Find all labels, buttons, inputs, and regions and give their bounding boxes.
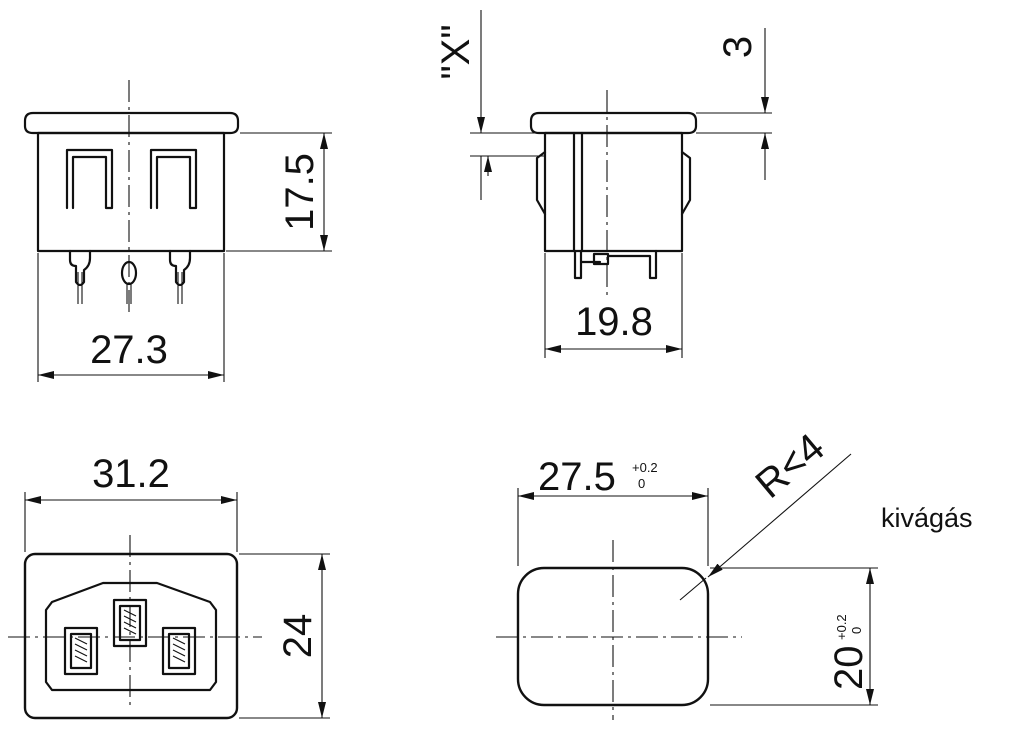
front-height-label: 17.5 [278,153,322,231]
front-view [23,80,332,382]
cutout-width-tol-lower: 0 [638,476,645,491]
side-flange-label: 3 [716,36,760,58]
cutout-height-label: 20 [827,646,871,691]
cutout-width-tol-upper: +0.2 [632,460,658,475]
face-view [8,492,330,720]
face-height-label: 24 [276,614,320,659]
face-width-label: 31.2 [92,452,170,496]
cutout-note: kivágás [881,503,973,533]
cutout-height-tol-upper: +0.2 [834,614,849,640]
side-x-label: "X" [434,24,478,79]
cutout-view [496,453,878,720]
front-pins [68,249,192,304]
cutout-height-tol-lower: 0 [849,627,864,634]
front-width-label: 27.3 [90,328,168,372]
side-depth-label: 19.8 [575,300,653,344]
cutout-width-label: 27.5 [538,455,616,499]
side-view [470,10,772,358]
cutout-radius-label: R<4 [748,425,833,507]
